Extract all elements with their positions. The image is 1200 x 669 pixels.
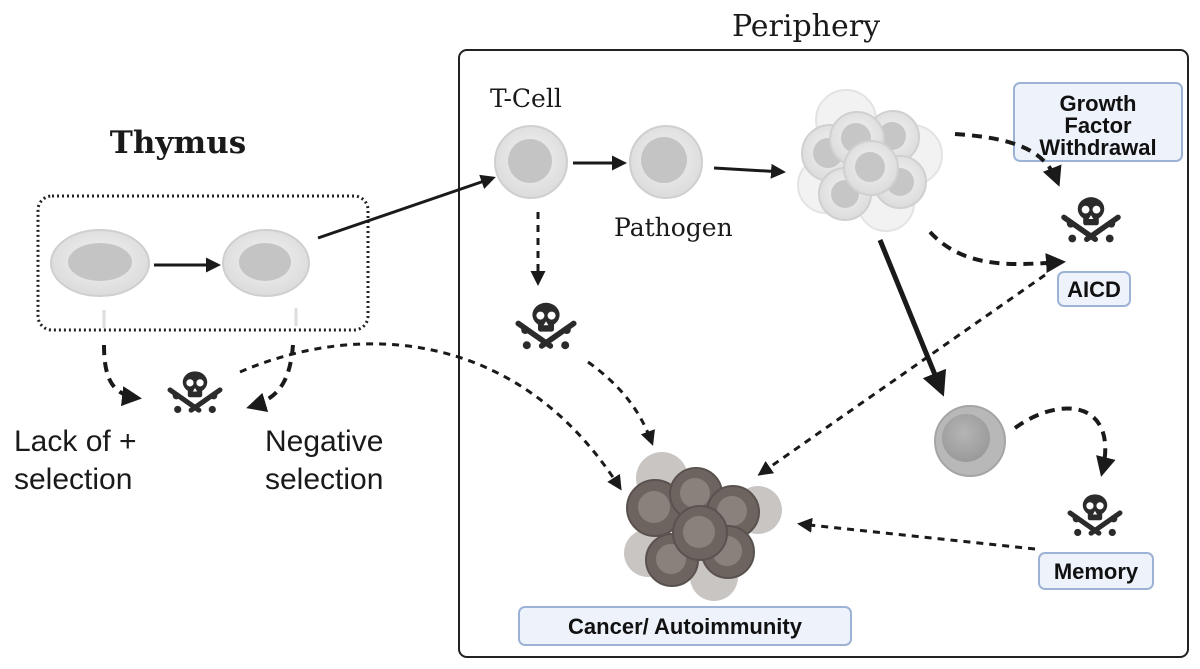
expanded-clone-cluster (797, 89, 943, 232)
growth-factor-line-2: Factor (1064, 113, 1132, 138)
periphery-frame (458, 49, 1189, 658)
arrow-negative-selection (246, 344, 295, 412)
memory-tcell (934, 405, 1006, 477)
arrow-to-aicd-death (928, 230, 1066, 273)
growth-factor-box (1013, 82, 1183, 162)
aicd-death-icon (1060, 197, 1122, 244)
growth-factor-line-3: Withdrawal (1039, 135, 1156, 160)
negative-selection-label-2: selection (265, 463, 383, 496)
thymus-title: Thymus (110, 125, 246, 161)
aicd-label: AICD (1067, 277, 1121, 302)
naive-tcell (494, 125, 568, 199)
periphery-title: Periphery (732, 9, 880, 44)
arrow-to-memory-cell (877, 239, 947, 397)
arrow-to-expansion (713, 163, 786, 179)
arrow-thymus-to-cancer (239, 342, 622, 491)
tumor-cell-cluster (624, 452, 782, 601)
thymocyte-2 (222, 229, 310, 297)
memory-death-icon (1066, 494, 1124, 537)
thymus-death-icon (166, 371, 224, 414)
thymus-frame (36, 194, 370, 332)
negative-selection-label-1: Negative (265, 425, 383, 458)
growth-factor-line-1: Growth (1060, 91, 1137, 116)
activated-tcell (629, 125, 703, 199)
cancer-autoimmunity-box (518, 606, 852, 646)
lack-selection-label-2: selection (14, 463, 132, 496)
thymocyte-1 (50, 229, 150, 297)
arrow-memory-to-death (1013, 406, 1116, 477)
tcell-death-icon (514, 302, 578, 350)
arrow-to-growth-death (954, 132, 1062, 187)
arrow-aicd-to-cancer (757, 273, 1046, 476)
cancer-autoimmunity-label: Cancer/ Autoimmunity (568, 614, 803, 639)
thymus-exit-arrow (317, 174, 496, 240)
lack-selection-label-1: Lack of + (14, 425, 137, 458)
arrow-death-to-cancer (587, 360, 655, 446)
memory-box (1038, 552, 1154, 590)
arrow-memory-to-cancer (797, 517, 1036, 551)
tcell-label: T-Cell (490, 84, 562, 113)
arrow-lack-selection (102, 344, 142, 407)
pathogen-label: Pathogen (614, 213, 733, 242)
memory-label: Memory (1054, 559, 1139, 584)
aicd-box (1057, 271, 1131, 307)
